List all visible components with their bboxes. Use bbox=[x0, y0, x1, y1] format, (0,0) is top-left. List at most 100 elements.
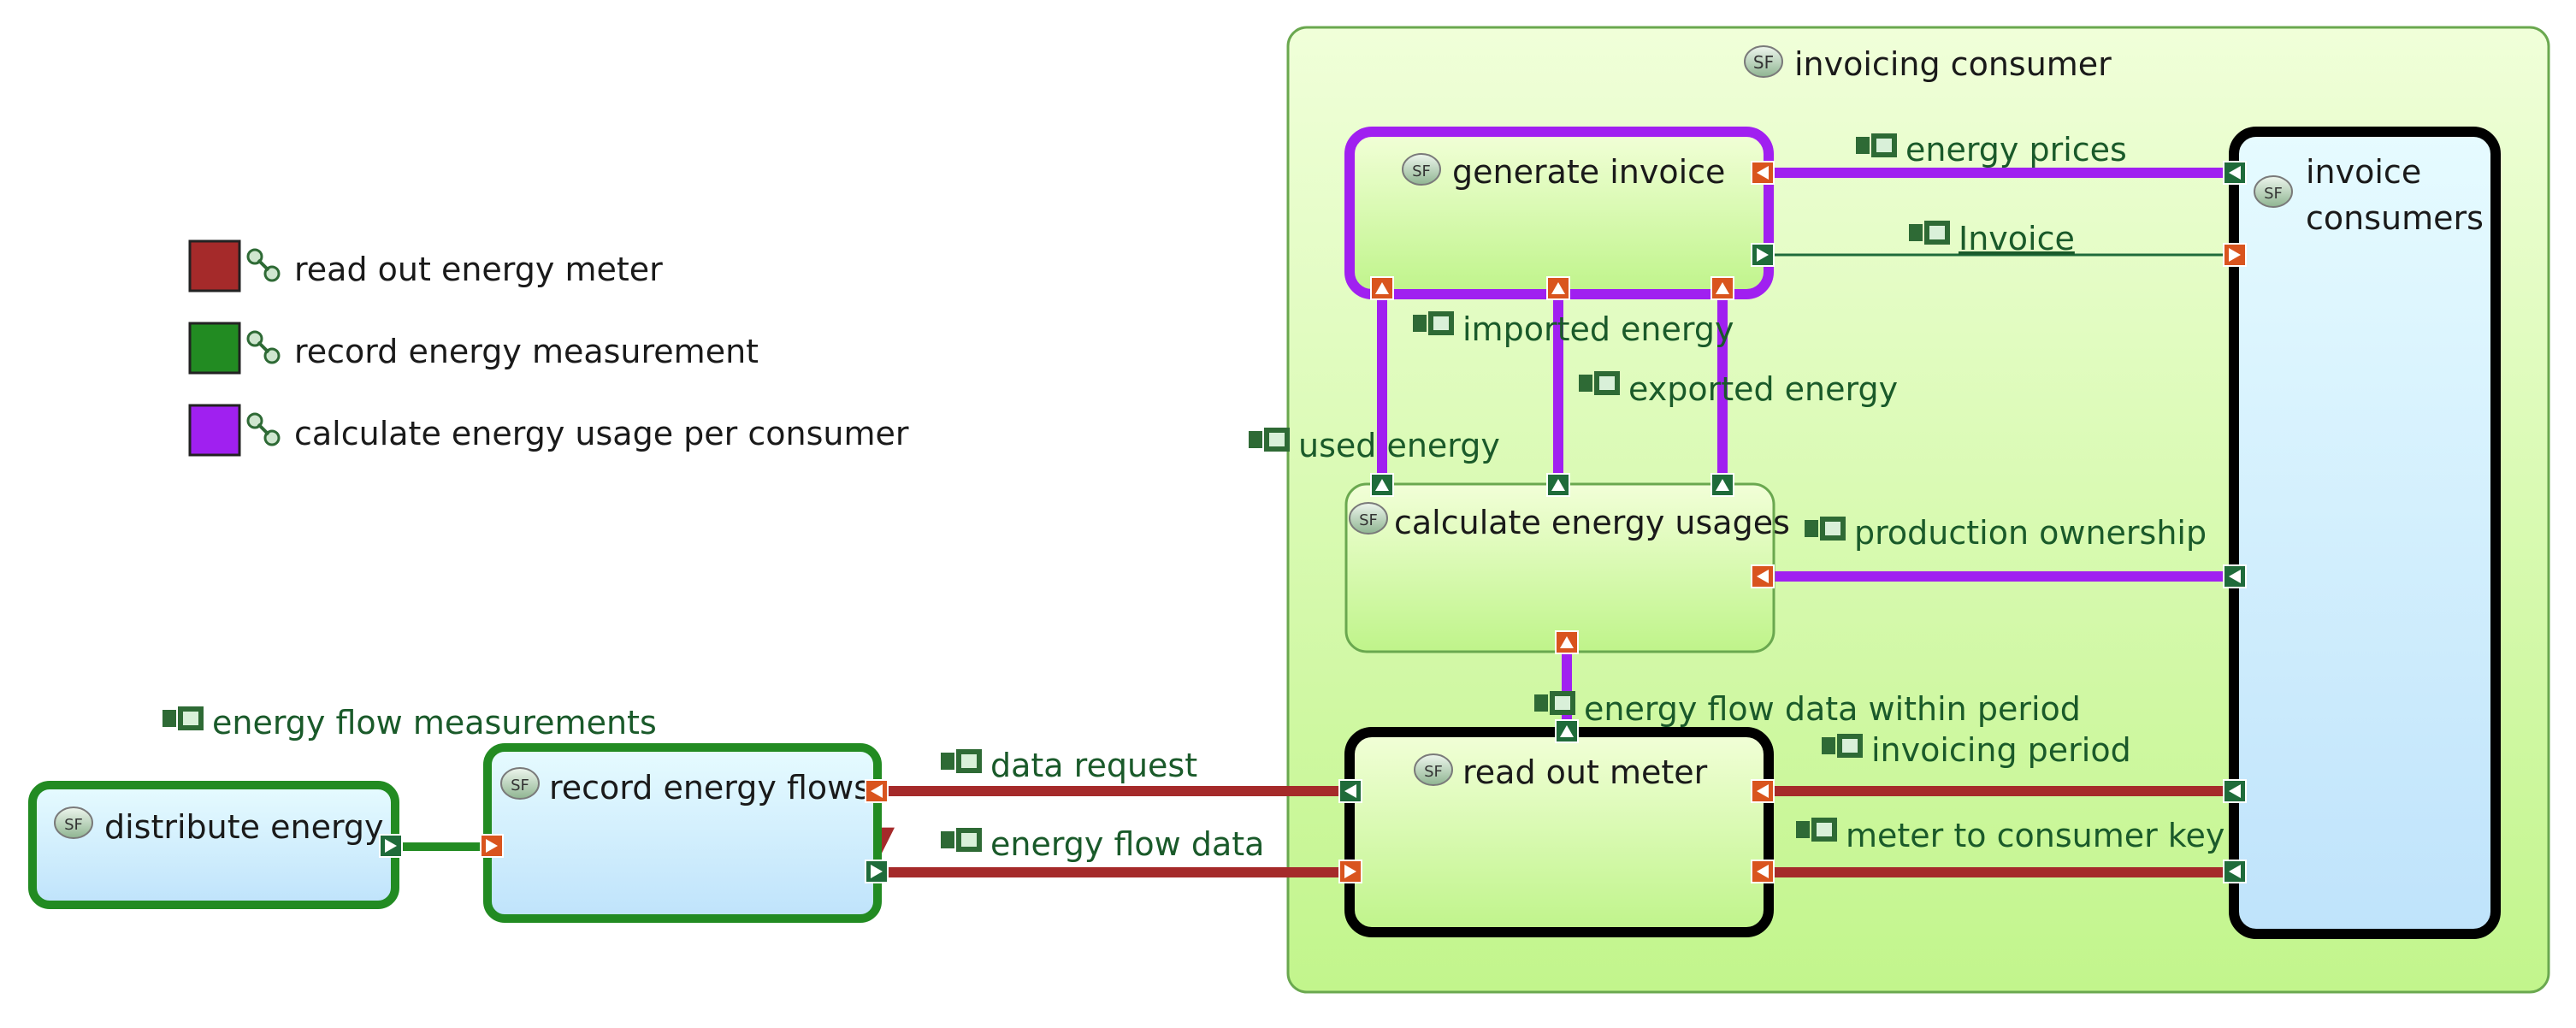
port-in[interactable] bbox=[1751, 779, 1775, 803]
legend-swatch-red bbox=[188, 239, 241, 292]
exchange-item-icon bbox=[941, 828, 982, 852]
function-label: calculate energy usages bbox=[1394, 504, 1790, 541]
legend-item-calculate: calculate energy usage per consumer bbox=[188, 404, 909, 457]
function-record-energy-flows[interactable]: SF record energy flows bbox=[483, 743, 882, 923]
sf-badge-icon: SF bbox=[1402, 153, 1441, 186]
port-out[interactable] bbox=[1546, 473, 1570, 497]
flow-label-meter-key[interactable]: meter to consumer key bbox=[1796, 817, 2224, 854]
function-label-line1: invoice bbox=[2306, 153, 2421, 191]
function-generate-invoice[interactable]: SF generate invoice bbox=[1344, 127, 1774, 299]
exchange-item-icon bbox=[1822, 734, 1863, 758]
function-distribute-energy[interactable]: SF distribute energy bbox=[28, 781, 399, 909]
exchange-item-icon bbox=[1534, 691, 1575, 715]
sf-badge-icon: SF bbox=[2254, 175, 2293, 208]
legend-label: calculate energy usage per consumer bbox=[294, 415, 909, 452]
port-in[interactable] bbox=[1751, 564, 1775, 588]
port-in[interactable] bbox=[1751, 161, 1775, 185]
flow-label-data-request[interactable]: data request bbox=[941, 747, 1197, 784]
port-in[interactable] bbox=[2223, 243, 2247, 267]
port-out[interactable] bbox=[2223, 779, 2247, 803]
svg-text:energy flow measurements: energy flow measurements bbox=[212, 704, 657, 741]
link-icon bbox=[246, 248, 281, 282]
svg-text:energy flow data within period: energy flow data within period bbox=[1584, 690, 2081, 728]
function-label: generate invoice bbox=[1452, 153, 1725, 191]
port-out[interactable] bbox=[1555, 719, 1579, 743]
function-label-line2: consumers bbox=[2306, 199, 2484, 237]
port-out[interactable] bbox=[1338, 779, 1362, 803]
port-in[interactable] bbox=[1751, 860, 1775, 883]
svg-text:data request: data request bbox=[990, 747, 1197, 784]
port-in[interactable] bbox=[1370, 276, 1394, 300]
port-in[interactable] bbox=[865, 779, 889, 803]
flow-label-energy-prices[interactable]: energy prices bbox=[1856, 131, 2127, 168]
port-out[interactable] bbox=[2223, 161, 2247, 185]
legend: read out energy meter record energy meas… bbox=[188, 239, 909, 457]
port-out[interactable] bbox=[2223, 860, 2247, 883]
flow-label-production-ownership[interactable]: production ownership bbox=[1805, 514, 2207, 552]
legend-label: read out energy meter bbox=[294, 251, 663, 288]
svg-text:meter to consumer key: meter to consumer key bbox=[1846, 817, 2224, 854]
function-invoice-consumers[interactable]: SF invoice consumers bbox=[2229, 127, 2501, 939]
svg-text:SF: SF bbox=[2264, 185, 2283, 203]
exchange-item-icon bbox=[941, 749, 982, 773]
svg-text:SF: SF bbox=[511, 777, 529, 795]
svg-text:exported energy: exported energy bbox=[1628, 370, 1898, 408]
svg-text:production ownership: production ownership bbox=[1854, 514, 2207, 552]
exchange-item-icon bbox=[1796, 818, 1837, 842]
link-icon bbox=[246, 330, 281, 364]
exchange-item-icon bbox=[162, 706, 204, 730]
flow-label-invoice[interactable]: Invoice bbox=[1909, 220, 2075, 257]
flow-labels: energy flow measurements data request en… bbox=[162, 131, 2224, 863]
flow-label-invoicing-period[interactable]: invoicing period bbox=[1822, 731, 2131, 769]
ports bbox=[379, 161, 2247, 883]
exchange-item-icon bbox=[1413, 311, 1454, 335]
function-label: record energy flows bbox=[549, 769, 871, 806]
svg-text:SF: SF bbox=[64, 816, 83, 834]
exchange-item-icon bbox=[1856, 133, 1897, 157]
port-in[interactable] bbox=[1338, 860, 1362, 883]
svg-text:SF: SF bbox=[1412, 162, 1431, 180]
legend-item-read-out: read out energy meter bbox=[188, 239, 663, 292]
exchange-item-icon bbox=[1805, 517, 1846, 541]
flow-label-within-period[interactable]: energy flow data within period bbox=[1534, 690, 2081, 728]
flow-label-used-energy[interactable]: used energy bbox=[1249, 427, 1500, 464]
port-in[interactable] bbox=[480, 834, 504, 858]
link-icon bbox=[246, 412, 281, 446]
group-title: invoicing consumer bbox=[1794, 45, 2112, 83]
sf-badge-icon: SF bbox=[54, 806, 93, 839]
legend-item-record: record energy measurement bbox=[188, 322, 759, 375]
svg-text:invoicing period: invoicing period bbox=[1871, 731, 2131, 769]
svg-text:SF: SF bbox=[1424, 763, 1443, 781]
legend-swatch-purple bbox=[188, 404, 241, 457]
exchange-item-icon bbox=[1249, 428, 1290, 452]
legend-swatch-green bbox=[188, 322, 241, 375]
port-out[interactable] bbox=[865, 860, 889, 883]
svg-text:Invoice: Invoice bbox=[1959, 220, 2075, 257]
port-out[interactable] bbox=[1751, 243, 1775, 267]
legend-label: record energy measurement bbox=[294, 333, 759, 370]
function-calculate-energy-usages[interactable]: SF calculate energy usages bbox=[1344, 482, 1790, 653]
port-out[interactable] bbox=[2223, 564, 2247, 588]
flow-label-imported-energy[interactable]: imported energy bbox=[1413, 310, 1734, 348]
port-out[interactable] bbox=[1710, 473, 1734, 497]
flow-label-exported-energy[interactable]: exported energy bbox=[1579, 370, 1898, 408]
flow-label-measurements[interactable]: energy flow measurements bbox=[162, 704, 657, 741]
sf-badge-icon: SF bbox=[1744, 45, 1783, 78]
port-out[interactable] bbox=[379, 834, 403, 858]
svg-text:SF: SF bbox=[1753, 52, 1774, 73]
port-in[interactable] bbox=[1546, 276, 1570, 300]
exchange-item-icon bbox=[1909, 221, 1950, 245]
sf-badge-icon: SF bbox=[1414, 753, 1453, 786]
port-in[interactable] bbox=[1555, 630, 1579, 654]
function-read-out-meter[interactable]: SF read out meter bbox=[1344, 727, 1774, 937]
function-label: distribute energy bbox=[104, 808, 384, 846]
sf-badge-icon: SF bbox=[1349, 502, 1388, 535]
port-in[interactable] bbox=[1710, 276, 1734, 300]
flow-label-energy-flow-data[interactable]: energy flow data bbox=[941, 825, 1264, 863]
svg-text:used energy: used energy bbox=[1298, 427, 1500, 464]
exchange-item-icon bbox=[1579, 371, 1620, 395]
port-out[interactable] bbox=[1370, 473, 1394, 497]
svg-text:energy flow data: energy flow data bbox=[990, 825, 1264, 863]
sf-badge-icon: SF bbox=[500, 767, 540, 800]
